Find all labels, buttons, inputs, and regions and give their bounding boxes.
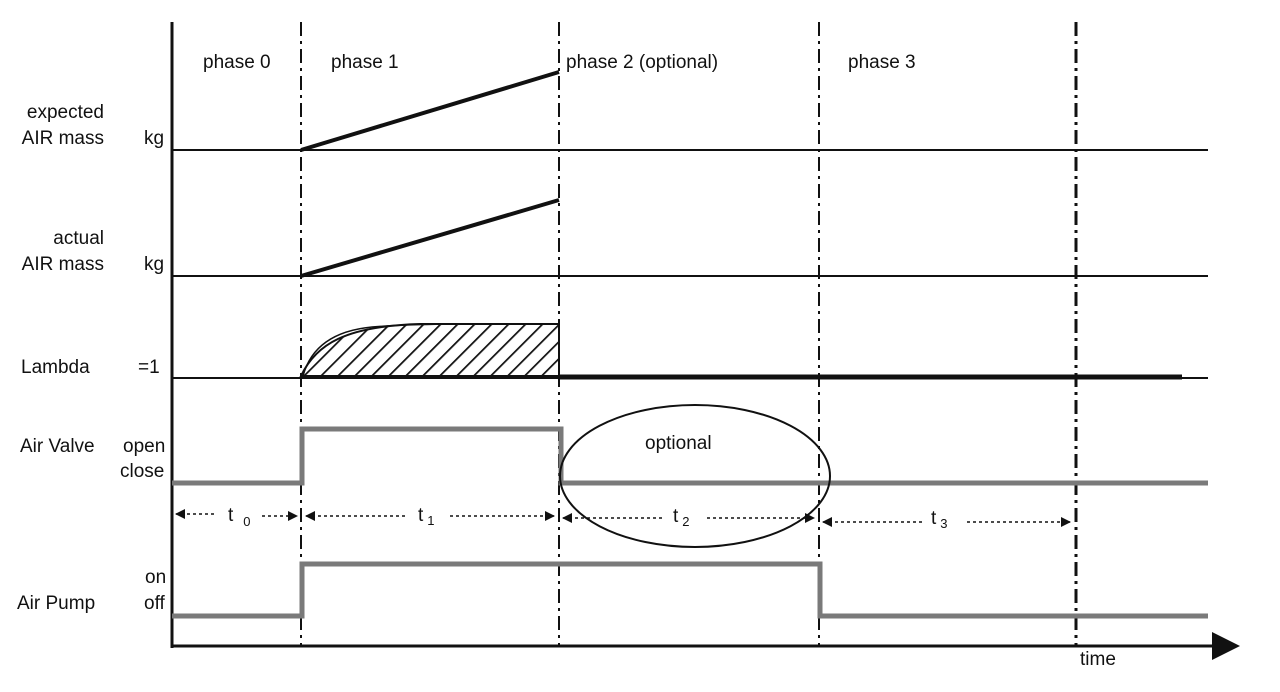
- air-pump-label: Air Pump: [17, 593, 95, 614]
- actual-air-mass-label-line2: AIR mass: [22, 254, 104, 275]
- lambda-response-curve: [302, 323, 560, 377]
- actual-air-mass-unit: kg: [144, 254, 164, 275]
- expected-air-mass-label-line2: AIR mass: [22, 128, 104, 149]
- expected-air-mass-ramp: [300, 70, 560, 152]
- duration-arrows: [175, 509, 1071, 527]
- actual-air-mass-label-line1: actual: [53, 228, 104, 249]
- phase-label-3: phase 3: [848, 52, 916, 73]
- actual-air-mass-ramp: [300, 198, 560, 278]
- time-axis-label: time: [1080, 649, 1116, 670]
- lambda-hatched-area: [299, 323, 560, 377]
- lambda-level: =1: [138, 357, 160, 378]
- air-valve-close: close: [120, 461, 164, 482]
- time-axis-arrowhead: [1212, 632, 1240, 660]
- phase-label-2: phase 2 (optional): [566, 52, 718, 73]
- phase-boundaries: [300, 22, 1078, 646]
- expected-air-mass-label-line1: expected: [27, 102, 104, 123]
- air-pump-signal: [172, 561, 1208, 619]
- lambda-label: Lambda: [21, 357, 90, 378]
- phase-label-1: phase 1: [331, 52, 399, 73]
- air-valve-open: open: [123, 436, 165, 457]
- air-pump-on: on: [145, 567, 166, 588]
- air-valve-signal: [172, 426, 1208, 486]
- air-pump-off: off: [144, 593, 166, 614]
- optional-note: optional: [645, 433, 712, 454]
- expected-air-mass-unit: kg: [144, 128, 164, 149]
- phase-label-0: phase 0: [203, 52, 271, 73]
- optional-ellipse: [559, 404, 831, 548]
- air-valve-label: Air Valve: [20, 436, 95, 457]
